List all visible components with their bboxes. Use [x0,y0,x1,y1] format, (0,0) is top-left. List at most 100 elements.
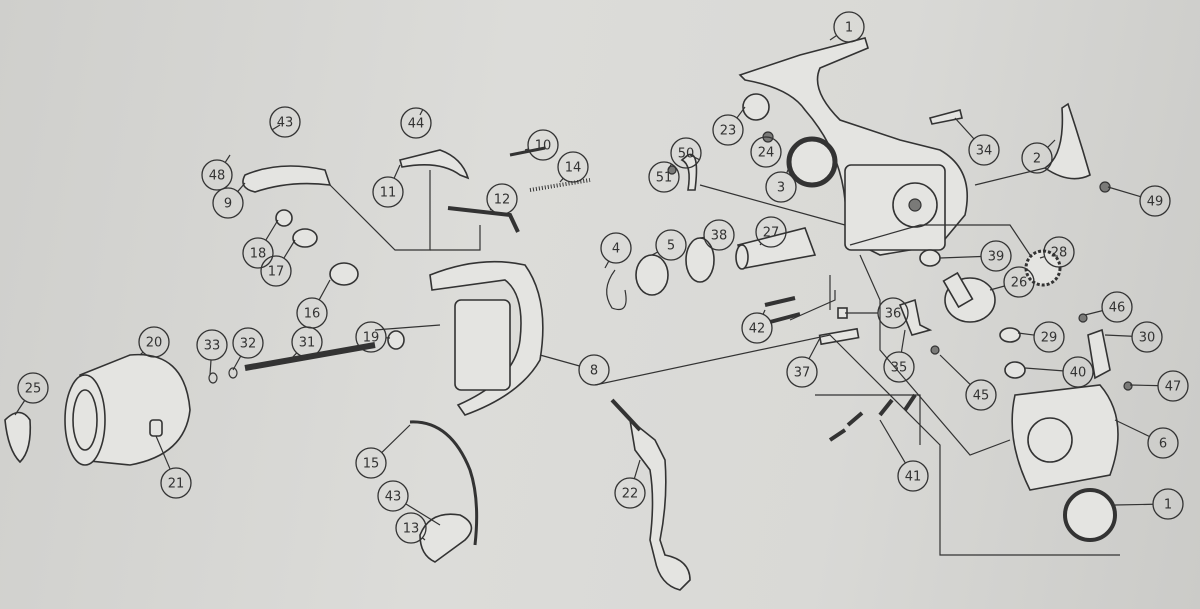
label-number: 34 [976,144,993,159]
leader-line [939,255,982,259]
bearing-part-38 [685,237,715,283]
part-label-29: 29 [1017,321,1065,353]
label-number: 15 [363,457,380,472]
bracket-part-34 [928,109,963,125]
label-number: 13 [403,522,420,537]
label-circle [648,161,680,193]
spring-part-4 [606,269,627,311]
knob-part-25 [4,411,32,464]
label-circle [965,379,997,411]
label-circle [755,216,787,248]
label-circle [883,351,915,383]
leader-line [271,124,281,131]
label-number: 26 [1011,276,1028,291]
leader-line [879,419,906,464]
leader-line [1047,139,1056,148]
wire-part-11 [399,149,470,180]
label-number: 27 [763,226,780,241]
gear-part-28 [1024,249,1062,287]
part-label-46: 46 [1084,291,1133,323]
part-label-14: 14 [557,151,589,183]
label-number: 17 [268,265,285,280]
label-number: 21 [168,477,185,492]
part-label-23: 23 [712,106,746,146]
label-circle [269,106,301,138]
rotor-part-8 [429,260,544,416]
part-label-42: 42 [741,309,773,344]
label-circle [1152,488,1184,520]
spool-inner [72,389,98,451]
leader-line [900,329,906,353]
part-label-37: 37 [786,337,821,388]
bushing-part-5 [635,254,669,296]
label-number: 3 [777,181,785,196]
roller-part-18 [275,209,293,227]
part-label-27: 27 [755,216,787,248]
label-circle [712,114,744,146]
part-label-48: 48 [201,154,233,191]
label-number: 38 [711,229,728,244]
label-number: 43 [385,490,402,505]
label-circle [1033,321,1065,353]
leader-line [786,164,791,174]
label-number: 11 [380,186,397,201]
label-circle [527,129,559,161]
bail-wire-part-15 [409,420,479,546]
parts [4,37,1133,591]
spring-part-14 [529,178,591,192]
leader-line [155,435,171,470]
cover-part-2 [1043,102,1091,180]
label-number: 36 [885,307,902,322]
label-number: 28 [1051,246,1068,261]
part-label-26: 26 [989,266,1035,298]
leader-line [1104,334,1133,337]
leader-line [762,309,766,315]
label-number: 42 [749,322,766,337]
label-circle [1131,321,1163,353]
part-label-28: 28 [1039,236,1075,268]
label-number: 6 [1159,437,1167,452]
part-label-34: 34 [954,117,1000,166]
label-circle [980,240,1012,272]
leader-line [405,503,441,526]
label-number: 43 [277,116,294,131]
leader-line [237,182,246,192]
knob-part-23 [742,93,770,121]
label-circle [372,176,404,208]
leader-line [633,459,641,479]
label-number: 32 [240,337,257,352]
leader-line [283,239,296,259]
part-label-44: 44 [400,107,432,139]
ring-part-1b [1063,488,1117,542]
arm-part-12 [447,206,520,233]
part-label-4: 4 [600,232,632,269]
label-circle [741,312,773,344]
leader-line [1114,419,1150,438]
label-circle [377,480,409,512]
leader-line [939,354,971,385]
part-label-47: 47 [1129,370,1189,402]
leader-line [209,359,212,376]
label-circle [877,297,909,329]
leader-line [808,337,821,360]
label-number: 25 [25,382,42,397]
label-number: 9 [224,197,232,212]
label-circle [600,232,632,264]
bearing-part-40 [1004,361,1026,379]
part-label-2: 2 [1021,139,1056,174]
leader-line [318,279,331,301]
leader-line [139,351,144,356]
leader-line [1017,332,1035,336]
label-circle [291,326,323,358]
part-label-21: 21 [155,435,192,499]
washer-part-29 [999,327,1021,343]
rotor-cup [454,299,511,391]
label-number: 2 [1033,152,1041,167]
label-number: 37 [794,366,811,381]
label-circle [355,321,387,353]
part-label-41: 41 [879,419,929,492]
part-label-1: 1 [829,11,865,43]
leader-line [1129,384,1159,387]
label-circle [1003,266,1035,298]
